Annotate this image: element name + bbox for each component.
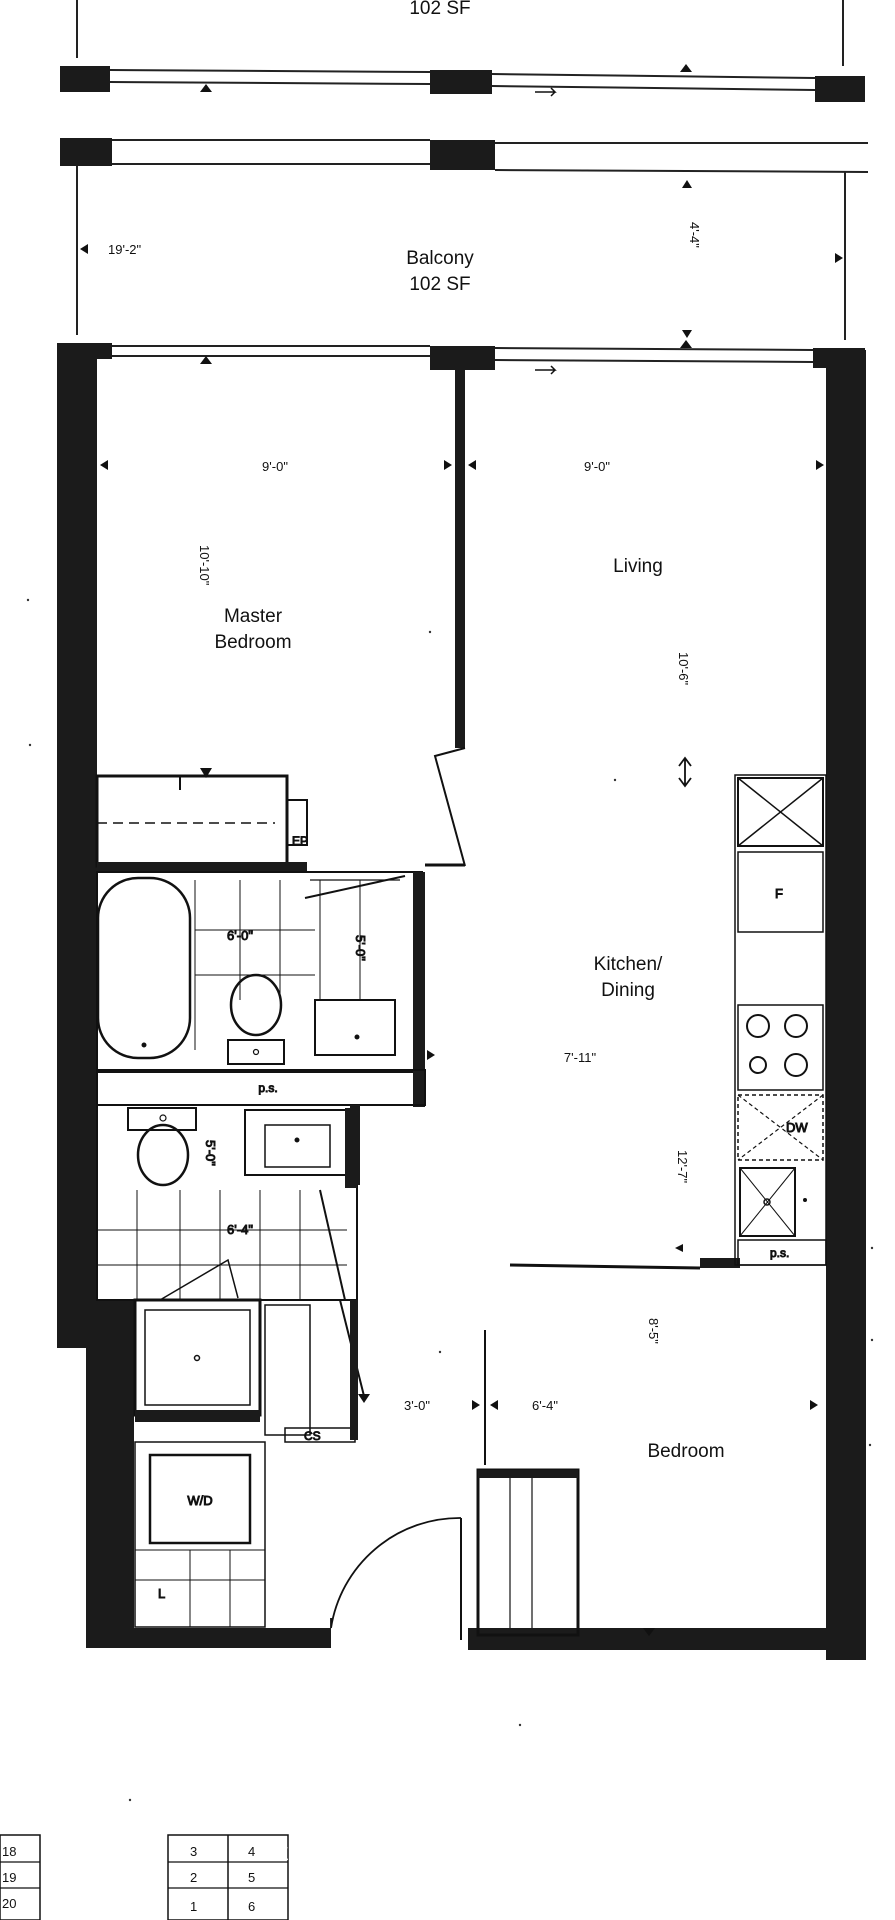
keyplan-left-unit-18: 18: [2, 1844, 16, 1859]
watermark: CENTURY 21 MYPRO REALTY, Brokerage: [263, 1844, 627, 1864]
balcony-width: 19'-2": [108, 242, 142, 257]
master-bedroom-name-2: Bedroom: [214, 632, 291, 653]
kitchen-name-2: Dining: [601, 980, 655, 1001]
kitchen-dishwasher: DW: [786, 1120, 808, 1135]
top-balcony-area: 102 SF: [409, 0, 470, 19]
balcony-depth: 4'-4": [687, 222, 702, 248]
laundry-washer-dryer: W/D: [187, 1493, 212, 1508]
kitchen-pipe-space: p.s.: [770, 1246, 789, 1260]
keyplan-unit-4: 4: [248, 1844, 255, 1859]
keyplan-unit-6: 6: [248, 1899, 255, 1914]
exterior-walls: [57, 343, 866, 1660]
top-balcony: 102 SF: [60, 0, 865, 102]
main-bath-width: 6'-4": [227, 1222, 253, 1237]
main-bath-length: 5'-0": [203, 1140, 218, 1166]
key-plan: 18 19 20 3 4 2 5 1 6: [0, 1834, 289, 1920]
room-labels: Master Bedroom 9'-0" 10'-10" Living 9'-0…: [100, 459, 824, 1636]
interior-walls: EP p.s. 6'-0" 5'-0" 6'-4" 5'-0": [95, 368, 827, 1640]
keyplan-left-unit-19: 19: [2, 1870, 16, 1885]
living-name: Living: [613, 556, 663, 577]
bedroom-length: 8'-5": [646, 1318, 661, 1344]
kitchen-width: 7'-11": [564, 1050, 597, 1065]
master-bedroom-length: 10'-10": [197, 545, 212, 586]
keyplan-unit-5: 5: [248, 1870, 255, 1885]
scan-speckles: [26, 598, 874, 1802]
bedroom-width: 6'-4": [532, 1398, 558, 1413]
ensuite-length: 5'-0": [353, 935, 368, 961]
ensuite-width: 6'-0": [227, 928, 253, 943]
living-length: 10'-6": [676, 652, 691, 686]
kitchen-name-1: Kitchen/: [594, 954, 663, 975]
laundry-linen: L: [158, 1586, 165, 1601]
ensuite-ep: EP: [292, 834, 308, 848]
kitchen-length: 12'-7": [675, 1150, 690, 1184]
bedroom-hall-width: 3'-0": [404, 1398, 430, 1413]
closet-label: CS: [304, 1429, 321, 1443]
ensuite-pipe-space: p.s.: [258, 1081, 277, 1095]
keyplan-left-unit-20: 20: [2, 1896, 16, 1911]
living-width: 9'-0": [584, 459, 610, 474]
master-bedroom-name-1: Master: [224, 606, 283, 627]
master-bedroom-width: 9'-0": [262, 459, 288, 474]
keyplan-unit-2: 2: [190, 1870, 197, 1885]
kitchen-fridge: F: [775, 886, 783, 901]
bedroom-name: Bedroom: [647, 1441, 724, 1462]
balcony-name: Balcony: [406, 248, 474, 269]
balcony-area: 102 SF: [409, 274, 470, 295]
keyplan-unit-1: 1: [190, 1899, 197, 1914]
balcony: Balcony 102 SF 19'-2" 4'-4": [60, 138, 869, 340]
keyplan-unit-3: 3: [190, 1844, 197, 1859]
